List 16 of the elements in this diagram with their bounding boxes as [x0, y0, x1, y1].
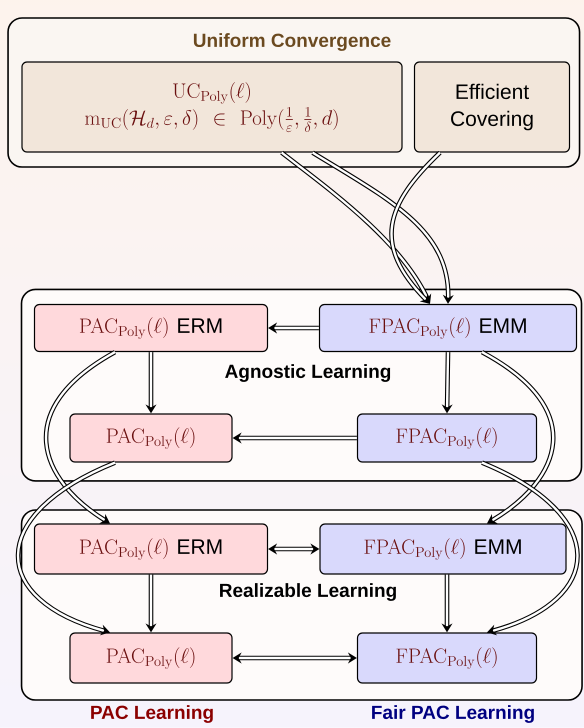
fair-pac-box: $\mathrm{FPAC}_{\mathrm{Poly}}(\ell)$ — [356, 413, 538, 463]
pac-box: $\mathrm{PAC}_{\mathrm{Poly}}(\ell)$ ERM — [34, 523, 268, 575]
double-arrow — [389, 150, 442, 304]
double-arrow — [44, 350, 116, 524]
fair-pac-box: $\mathrm{FPAC}_{\mathrm{Poly}}(\ell)$ EMM — [318, 304, 578, 352]
double-arrow — [481, 460, 580, 636]
double-arrow — [480, 350, 556, 524]
pac-box: $\mathrm{PAC}_{\mathrm{Poly}}(\ell)$ — [69, 632, 233, 684]
column-label: PAC Learning — [91, 705, 213, 723]
pac-box: $\mathrm{PAC}_{\mathrm{Poly}}(\ell)$ ERM — [34, 304, 268, 352]
definition-box: $\mathrm{UC}_{\mathrm{Poly}}(\ell)$ $\mathrm{m}_{\mathrm{UC}}(\mathcal{H}_d,\varepsilon,\delta)\in\mathrm{Poly}(\tfrac{1}{\varepsilon},\tfrac{1}{\delta},d)$ — [21, 61, 403, 153]
pac-box: $\mathrm{PAC}_{\mathrm{Poly}}(\ell)$ — [69, 413, 233, 463]
column-label: Fair PAC Learning — [372, 705, 534, 723]
concept-box: Efficient Covering — [414, 61, 570, 153]
fair-pac-box: $\mathrm{FPAC}_{\mathrm{Poly}}(\ell)$ — [356, 632, 538, 684]
fair-pac-box: $\mathrm{FPAC}_{\mathrm{Poly}}(\ell)$ EMM — [319, 523, 567, 575]
